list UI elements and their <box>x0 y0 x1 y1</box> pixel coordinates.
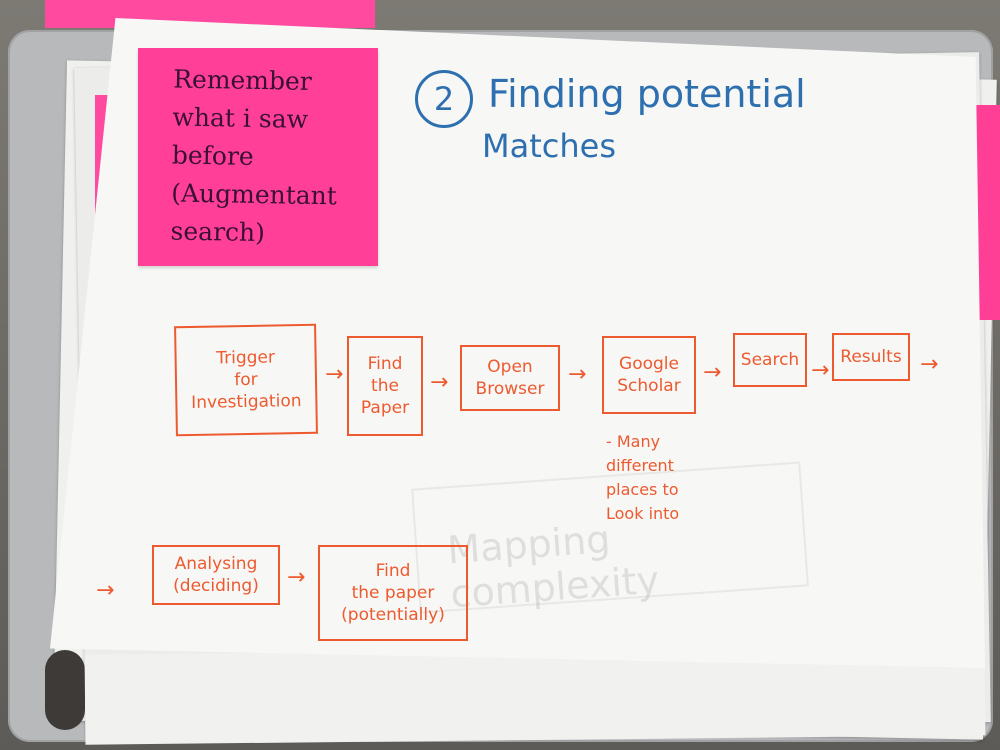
flow-box-results: Results <box>832 333 910 381</box>
flow-arrow: → <box>703 360 722 385</box>
flow-box-analysing: Analysing (deciding) <box>152 545 280 605</box>
flow-arrow: → <box>430 370 449 395</box>
flow-box-find-paper: Find the Paper <box>347 336 423 436</box>
flow-box-find-potentially: Find the paper (potentially) <box>318 545 468 641</box>
flow-box-google-scholar: Google Scholar <box>602 336 696 414</box>
flow-arrow: → <box>920 352 939 377</box>
flow-arrow: → <box>811 358 830 383</box>
title-line-1: Finding potential <box>488 72 806 116</box>
flow-box-open-browser: Open Browser <box>460 345 560 411</box>
title-number: 2 <box>415 70 473 128</box>
title-line-2: Matches <box>482 127 616 165</box>
flow-box-trigger: Trigger for Investigation <box>174 323 318 437</box>
flow-arrow: → <box>325 362 344 387</box>
flow-arrow: → <box>287 565 306 590</box>
flow-box-search: Search <box>733 333 807 387</box>
sticky-note-text: Remember what i saw before (Augmentant s… <box>170 64 338 248</box>
flow-arrow: → <box>568 362 587 387</box>
dark-object <box>45 650 85 730</box>
flow-arrow: → <box>96 578 115 603</box>
sticky-note: Remember what i saw before (Augmentant s… <box>138 48 378 266</box>
note-many-places: - Many different places to Look into <box>606 432 680 523</box>
